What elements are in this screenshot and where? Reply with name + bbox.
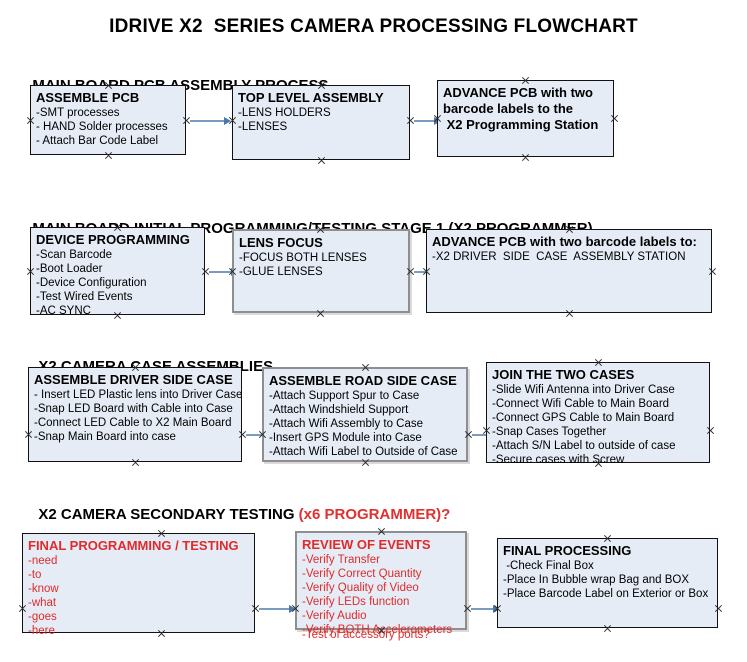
node-title: FINAL PROCESSING [503,543,632,558]
arrow-final-programming-to-review-events [259,604,297,613]
node-line: -Attach Support Spur to Case [269,390,420,402]
section-header-x2-camera-secondary-testing: X2 CAMERA SECONDARY TESTING (x6 PROGRAMM… [30,489,450,523]
node-line: -SMT processes [36,107,120,119]
node-device-programming[interactable]: DEVICE PROGRAMMING -Scan Barcode -Boot L… [30,227,205,317]
node-assemble-pcb[interactable]: ASSEMBLE PCB -SMT processes - HAND Solde… [30,85,186,155]
node-title: DEVICE PROGRAMMING [36,232,190,247]
arrow-assemble-pcb-to-top-level [190,116,232,125]
node-title: REVIEW OF EVENTS [302,537,431,552]
node-top-level-assembly[interactable]: TOP LEVEL ASSEMBLY -LENS HOLDERS -LENSES [232,85,410,160]
node-line: -GLUE LENSES [239,266,323,278]
node-line: -Attach Wifi Label to Outside of Case [269,446,458,458]
node-line: -Connect LED Cable to X2 Main Board [34,417,232,429]
node-title: LENS FOCUS [239,235,323,250]
node-advance-pcb-driver-side-case[interactable]: ADVANCE PCB with two barcode labels to: … [426,229,712,313]
node-assemble-driver-side-case[interactable]: ASSEMBLE DRIVER SIDE CASE - Insert LED P… [28,367,242,462]
node-line: -goes [28,611,57,623]
node-line: -LENS HOLDERS [238,107,331,119]
node-line: -Secure cases with Screw [492,454,625,466]
node-title: ADVANCE PCB with two barcode labels to t… [443,85,599,132]
node-line: -need [28,555,58,567]
node-line: -Insert GPS Module into Case [269,432,422,444]
node-join-the-two-cases[interactable]: JOIN THE TWO CASES -Slide Wifi Antenna i… [486,362,710,466]
node-line: - Attach Bar Code Label [36,135,159,147]
node-line: -what [28,597,57,609]
node-line: -Boot Loader [36,263,103,275]
node-assemble-road-side-case[interactable]: ASSEMBLE ROAD SIDE CASE -Attach Support … [262,367,468,462]
node-line: -FOCUS BOTH LENSES [239,252,367,264]
page-title: IDRIVE X2 SERIES CAMERA PROCESSING FLOWC… [109,16,638,37]
section-header-text: X2 CAMERA SECONDARY TESTING [38,506,299,523]
node-line: -here [28,625,55,637]
node-line: -Place In Bubble wrap Bag and BOX [503,574,690,586]
node-line: -Snap Cases Together [492,426,607,438]
node-line: -Verify Transfer [302,554,380,566]
node-line: -AC SYNC [36,305,91,317]
node-title: ADVANCE PCB with two barcode labels to: [432,234,697,249]
node-line: -LENSES [238,121,288,133]
node-title: ASSEMBLE ROAD SIDE CASE [269,373,457,388]
node-line: -Connect Wifi Cable to Main Board [492,398,670,410]
node-line: -X2 DRIVER SIDE CASE ASSEMBLY STATION [432,251,686,263]
node-lens-focus[interactable]: LENS FOCUS -FOCUS BOTH LENSES -GLUE LENS… [232,229,410,313]
node-line: -Snap Main Board into case [34,431,176,443]
section-header-accent: (x6 PROGRAMMER)? [298,506,451,523]
node-line: -Place Barcode Label on Exterior or Box [503,588,709,600]
node-line: -Attach Wifi Assembly to Case [269,418,424,430]
node-line: -Verify Audio [302,610,367,622]
node-title: ASSEMBLE DRIVER SIDE CASE [34,372,233,387]
node-title: JOIN THE TWO CASES [492,367,635,382]
node-line: -know [28,583,59,595]
node-line: -Attach S/N Label to outside of case [492,440,676,452]
node-title: FINAL PROGRAMMING / TESTING [28,538,239,553]
node-line: -Verify Quality of Video [302,582,419,594]
node-overflow-line: -Test of accessory ports? [302,629,430,641]
node-line: -Verify Correct Quantity [302,568,422,580]
node-line: -Verify LEDs function [302,596,410,608]
node-final-processing[interactable]: FINAL PROCESSING -Check Final Box -Place… [497,538,718,628]
node-line: -Device Configuration [36,277,147,289]
node-line: -Snap LED Board with Cable into Case [34,403,233,415]
node-advance-pcb-programming-station[interactable]: ADVANCE PCB with two barcode labels to t… [437,80,614,157]
node-line: -Test Wired Events [36,291,133,303]
node-review-of-events[interactable]: REVIEW OF EVENTS -Verify Transfer -Verif… [295,531,467,641]
node-final-programming-testing[interactable]: FINAL PROGRAMMING / TESTING -need -to -k… [22,533,255,637]
node-line: -Scan Barcode [36,249,113,261]
node-line: - HAND Solder processes [36,121,168,133]
node-line: -Connect GPS Cable to Main Board [492,412,675,424]
node-title: ASSEMBLE PCB [36,90,140,105]
node-line: -Slide Wifi Antenna into Driver Case [492,384,675,396]
node-line: -Check Final Box [503,560,594,572]
node-line: -Verify BOTH Accelerometers [302,624,453,636]
node-line: - Insert LED Plastic lens into Driver Ca… [34,389,243,401]
node-title: TOP LEVEL ASSEMBLY [238,90,384,105]
node-line: -Attach Windshield Support [269,404,409,416]
node-line: -to [28,569,42,581]
